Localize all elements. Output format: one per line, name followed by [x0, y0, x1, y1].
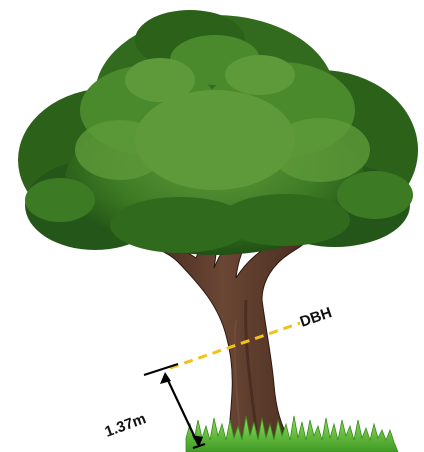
double-arrow-icon	[165, 374, 198, 444]
height-label: 1.37m	[103, 410, 149, 441]
dbh-label: DBH	[298, 304, 334, 331]
grass-illustration	[186, 416, 398, 452]
tree-canopy	[18, 10, 418, 255]
